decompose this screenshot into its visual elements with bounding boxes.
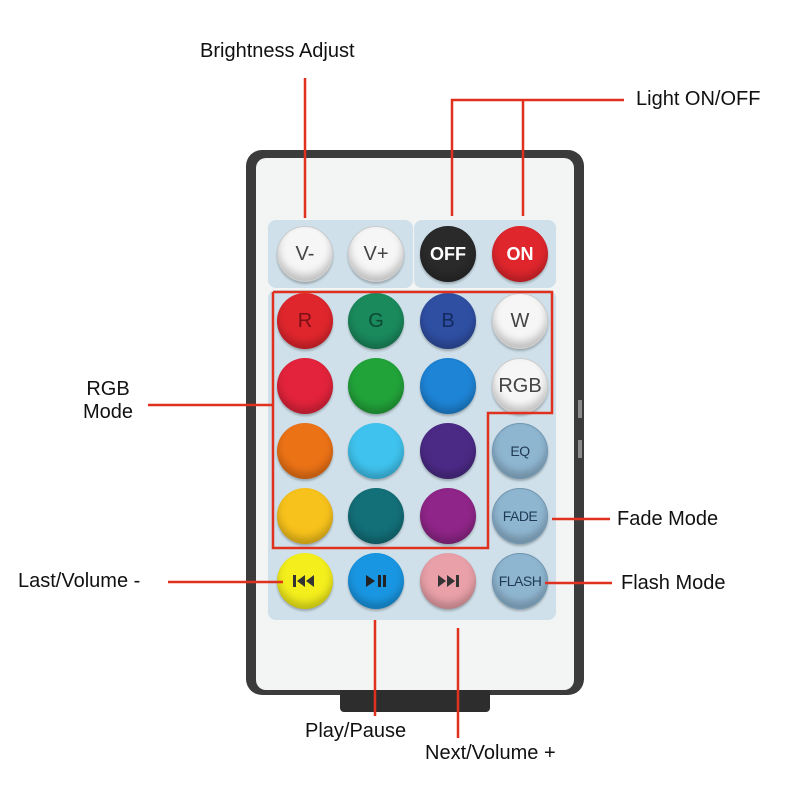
eq-button[interactable]: EQ: [492, 423, 548, 479]
green-label: G: [368, 309, 384, 332]
next-icon: [438, 575, 459, 587]
flash-annotation: Flash Mode: [621, 572, 726, 594]
v-minus-label: V-: [295, 242, 315, 265]
previous-icon: [293, 575, 314, 587]
fade-button[interactable]: FADE: [492, 488, 548, 544]
brightness-annotation: Brightness Adjust: [200, 40, 355, 62]
light-leader-line-off: [450, 98, 624, 216]
color-button-indigo[interactable]: [420, 423, 476, 479]
next-button[interactable]: [420, 553, 476, 609]
off-label: OFF: [430, 243, 466, 264]
color-button-light-cyan[interactable]: [348, 423, 404, 479]
eq-label: EQ: [510, 443, 530, 459]
color-button-green[interactable]: [348, 358, 404, 414]
fade-label: FADE: [502, 508, 538, 524]
v-plus-label: V+: [363, 242, 389, 265]
off-button[interactable]: OFF: [420, 226, 476, 282]
remote-side-ridge: [578, 400, 582, 418]
rgb-button[interactable]: RGB: [492, 358, 548, 414]
v-plus-button[interactable]: V+: [348, 226, 404, 282]
on-label: ON: [506, 243, 534, 264]
color-button-sky-blue[interactable]: [420, 358, 476, 414]
color-button-teal[interactable]: [348, 488, 404, 544]
remote-side-ridge: [578, 440, 582, 458]
green-button[interactable]: G: [348, 293, 404, 349]
blue-label: B: [441, 309, 455, 332]
rgb-label: RGB: [498, 374, 542, 397]
light-annotation: Light ON/OFF: [636, 88, 761, 110]
flash-button[interactable]: FLASH: [492, 553, 548, 609]
rgb-annotation-line1: RGB: [86, 378, 130, 400]
play-pause-button[interactable]: [348, 553, 404, 609]
remote-connector: [340, 690, 490, 712]
red-label: R: [297, 309, 313, 332]
color-button-purple[interactable]: [420, 488, 476, 544]
white-button[interactable]: W: [492, 293, 548, 349]
fade-annotation: Fade Mode: [617, 508, 719, 530]
last-annotation: Last/Volume -: [18, 570, 141, 592]
rgb-annotation-line2: Mode: [83, 401, 134, 423]
rgb-mode-annotation: RGB Mode: [83, 378, 133, 424]
blue-button[interactable]: B: [420, 293, 476, 349]
flash-label: FLASH: [498, 573, 542, 589]
color-button-red[interactable]: [277, 358, 333, 414]
rgb-mode-outline: [271, 290, 554, 550]
color-button-orange[interactable]: [277, 423, 333, 479]
next-annotation: Next/Volume +: [425, 742, 556, 764]
previous-button[interactable]: [277, 553, 333, 609]
v-minus-button[interactable]: V-: [277, 226, 333, 282]
red-button[interactable]: R: [277, 293, 333, 349]
play-pause-icon: [366, 575, 386, 587]
white-label: W: [510, 309, 530, 332]
color-button-yellow[interactable]: [277, 488, 333, 544]
play-annotation: Play/Pause: [305, 720, 407, 742]
on-button[interactable]: ON: [492, 226, 548, 282]
